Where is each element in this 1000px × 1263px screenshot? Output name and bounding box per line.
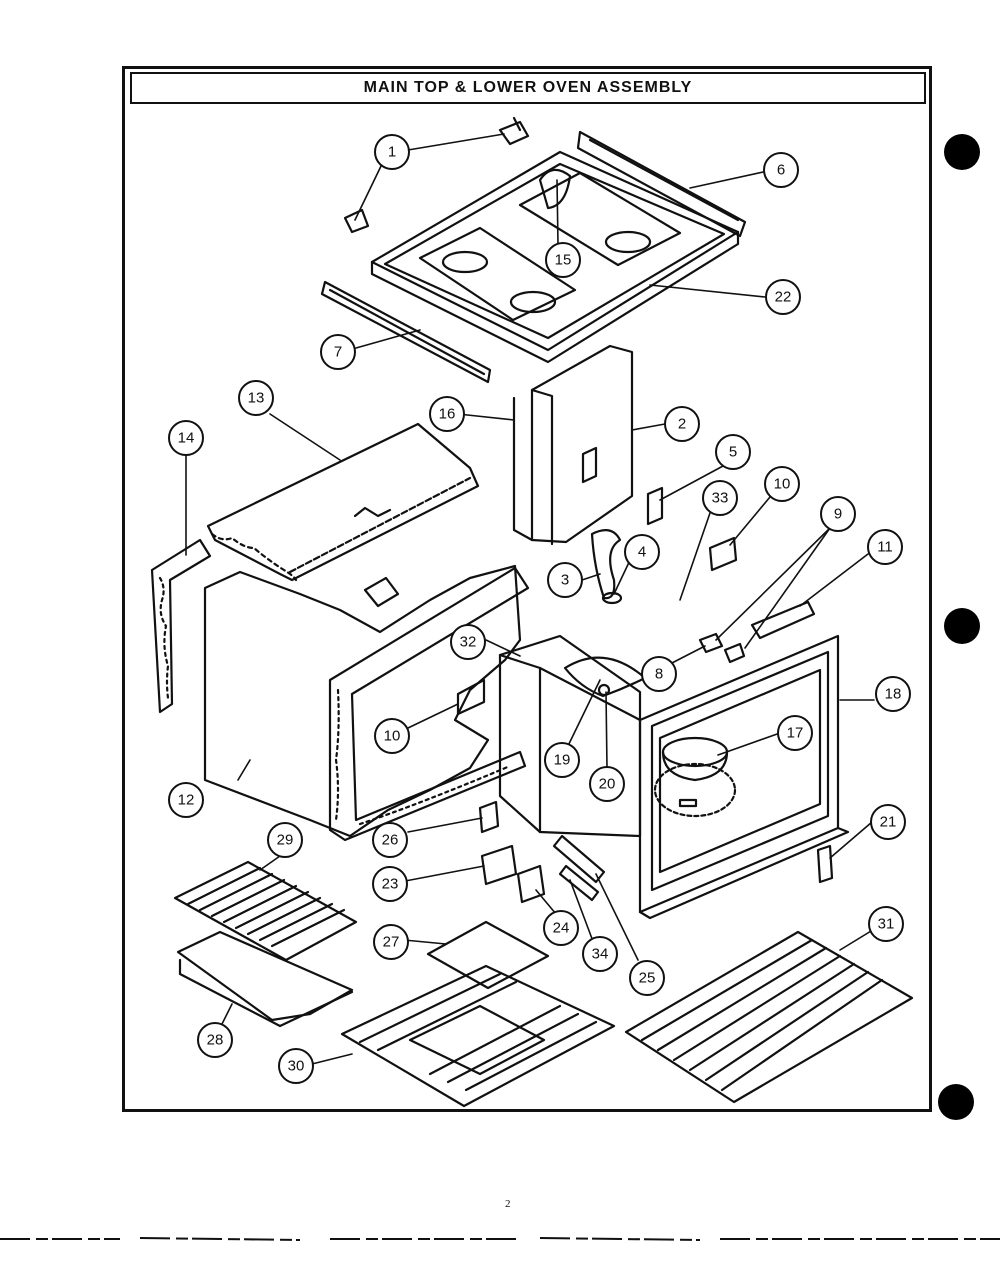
callout-10-left: 10	[384, 728, 401, 745]
callout-32: 32	[460, 634, 477, 651]
hinge-twenty-five-part	[552, 834, 606, 884]
rod-thirty-four-part	[558, 864, 600, 902]
oven-rack-two-part	[624, 930, 914, 1104]
burner-part	[653, 736, 737, 818]
callout-26: 26	[382, 832, 399, 849]
bracket-parts	[343, 116, 530, 234]
panel-eleven-part	[750, 600, 816, 640]
callout-9: 9	[834, 506, 842, 523]
callout-29: 29	[277, 832, 294, 849]
callout-6: 6	[777, 162, 785, 179]
oven-front-frame-part	[538, 634, 850, 920]
scan-edge-artifact	[0, 1237, 1000, 1241]
callout-23: 23	[382, 876, 399, 893]
bracket-twenty-three-part	[480, 844, 518, 886]
callout-22: 22	[775, 289, 792, 306]
callout-31: 31	[878, 916, 895, 933]
callout-1: 1	[388, 144, 396, 161]
callout-33: 33	[712, 490, 729, 507]
callout-bubbles	[168, 134, 911, 1084]
callout-15: 15	[555, 252, 572, 269]
flue-part	[590, 529, 622, 600]
bracket-ten-left-part	[456, 678, 486, 716]
callout-5: 5	[729, 444, 737, 461]
side-insulation-left-part	[150, 538, 212, 714]
broil-pan-part	[176, 930, 354, 1028]
callout-19: 19	[554, 752, 571, 769]
diagram-frame	[122, 66, 932, 1112]
callout-numbers: 1 2 3 4 5 6 7 8 9 10 10 11 12 13 14 15 1…	[178, 144, 902, 1075]
side-panel-part	[512, 344, 634, 546]
cooktop-part	[370, 150, 740, 364]
callout-34: 34	[592, 946, 609, 963]
callout-18: 18	[885, 686, 902, 703]
binder-hole-middle	[944, 608, 980, 644]
grommet-part	[601, 591, 623, 605]
hinge-part	[816, 844, 834, 884]
callout-16: 16	[439, 406, 456, 423]
diagram-title: MAIN TOP & LOWER OVEN ASSEMBLY	[130, 72, 926, 104]
callout-13: 13	[248, 390, 265, 407]
bracket-eight-part	[698, 632, 724, 654]
binder-hole-bottom	[938, 1084, 974, 1120]
callout-2: 2	[678, 416, 686, 433]
callout-11: 11	[877, 539, 893, 556]
rear-wall-part	[498, 634, 647, 838]
callout-27: 27	[383, 934, 400, 951]
callout-21: 21	[880, 814, 897, 831]
callout-25: 25	[639, 970, 656, 987]
callout-4: 4	[638, 544, 646, 561]
callout-10-right: 10	[774, 476, 791, 493]
bracket-twenty-four-part	[516, 864, 546, 904]
rear-trim-part	[576, 130, 747, 238]
callout-14: 14	[178, 430, 195, 447]
bracket-twenty-six-part	[478, 800, 500, 834]
oven-liner-part	[203, 564, 522, 838]
callout-24: 24	[553, 920, 570, 937]
callout-8: 8	[655, 666, 663, 683]
callout-3: 3	[561, 572, 569, 589]
callout-20: 20	[599, 776, 616, 793]
callout-30: 30	[288, 1058, 305, 1075]
insulation-frame-part	[328, 566, 530, 842]
pan-insert-part	[426, 920, 550, 990]
oven-rack-part	[340, 964, 616, 1108]
callout-12: 12	[178, 792, 195, 809]
broil-grid-part	[173, 860, 358, 962]
binder-hole-top	[944, 134, 980, 170]
bracket-five-part	[646, 486, 664, 526]
front-trim-part	[320, 280, 492, 384]
bracket-nine-part	[723, 642, 746, 664]
callout-17: 17	[787, 725, 804, 742]
bracket-ten-right-part	[708, 536, 738, 572]
oven-top-insulation-part	[206, 422, 480, 582]
page-number: 2	[505, 1198, 511, 1210]
callout-7: 7	[334, 344, 342, 361]
callout-28: 28	[207, 1032, 224, 1049]
